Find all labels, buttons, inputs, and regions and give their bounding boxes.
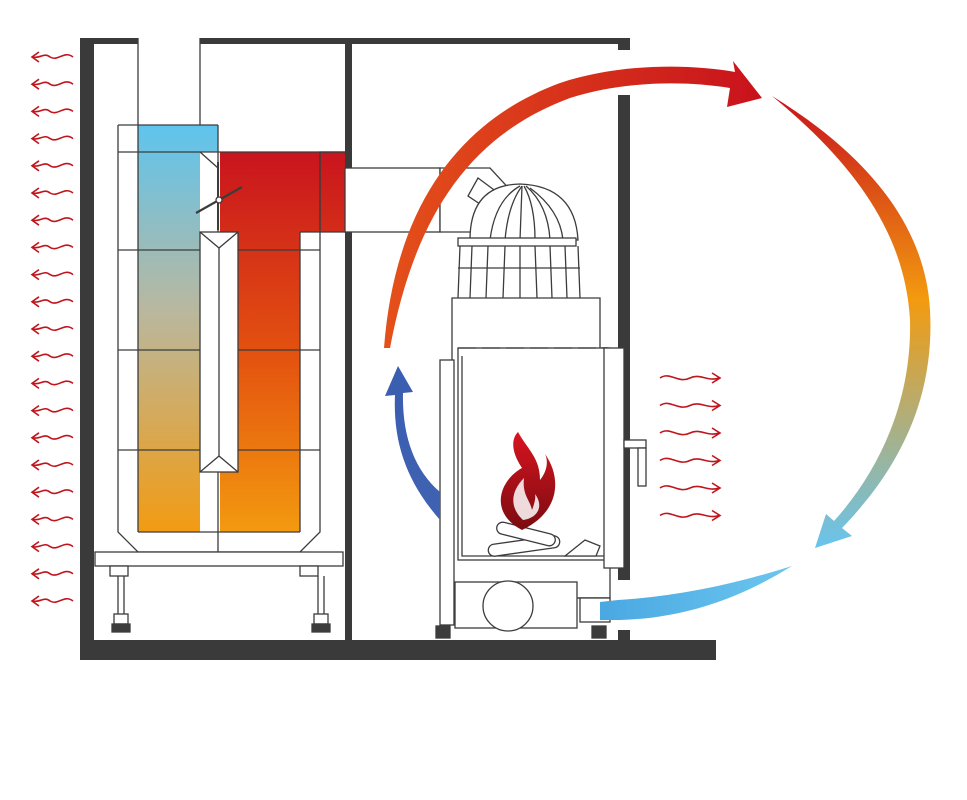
outer-wall-left [80, 38, 94, 660]
radiant-heat-right-group [659, 372, 722, 522]
logs-icon [487, 521, 601, 557]
cold-gas-column [138, 125, 218, 532]
warm-air-arrow-right [772, 96, 931, 548]
wavy-arrow-right-icon [659, 372, 722, 384]
fireplace-insert [435, 183, 647, 639]
partition-wall [345, 38, 352, 642]
wavy-arrow-right-icon [659, 399, 722, 412]
heat-accumulator [94, 38, 345, 633]
stand-legs [109, 565, 331, 633]
wavy-arrow-left-icon [30, 595, 74, 607]
wavy-arrow-right-icon [659, 482, 722, 494]
ceiling-left [80, 38, 138, 44]
back-wall-bottom [618, 630, 630, 642]
wavy-arrow-left-icon [30, 459, 74, 471]
wavy-arrow-left-icon [30, 568, 74, 580]
wavy-arrow-left-icon [30, 78, 74, 90]
wavy-arrow-left-icon [30, 323, 74, 335]
floor-slab [80, 640, 716, 660]
hot-gas-column [220, 152, 345, 532]
circular-arrow-icon [384, 61, 931, 620]
ceiling-right [200, 38, 630, 44]
wavy-arrow-left-icon [30, 513, 74, 526]
building-walls [80, 38, 716, 660]
wavy-arrow-left-icon [30, 432, 74, 444]
wavy-arrow-left-icon [30, 377, 74, 390]
air-fan-icon [482, 580, 534, 632]
cool-air-arrow-bottom [600, 566, 792, 620]
damper-icon [195, 162, 243, 230]
wavy-arrow-left-icon [30, 214, 74, 226]
wavy-arrow-left-icon [30, 404, 74, 417]
fireplace-door[interactable] [457, 347, 609, 561]
wavy-arrow-left-icon [30, 132, 74, 145]
wavy-arrow-left-icon [30, 241, 74, 254]
accumulator-stand [94, 551, 344, 567]
top-cage [457, 245, 581, 299]
hot-air-arrow-top [384, 61, 762, 348]
wavy-arrow-left-icon [30, 486, 74, 498]
wavy-arrow-left-icon [30, 268, 74, 281]
wavy-arrow-left-icon [30, 540, 74, 553]
wavy-arrow-left-icon [30, 51, 74, 63]
wavy-arrow-right-icon [659, 454, 722, 467]
radiant-heat-left-group [30, 51, 74, 607]
wavy-arrow-right-icon [659, 509, 722, 522]
wavy-arrow-right-icon [659, 427, 722, 439]
wavy-arrow-left-icon [30, 350, 74, 362]
wavy-arrow-left-icon [30, 187, 74, 199]
cool-air-arrow-up [385, 366, 440, 520]
dome-ribs [489, 185, 564, 241]
heat-exchanger-dome [469, 183, 579, 241]
wavy-arrow-left-icon [30, 160, 74, 172]
wavy-arrow-left-icon [30, 296, 74, 308]
flame-icon [500, 432, 556, 530]
wavy-arrow-left-icon [30, 105, 74, 118]
back-wall-top [618, 40, 630, 50]
door-handle[interactable] [623, 439, 647, 449]
